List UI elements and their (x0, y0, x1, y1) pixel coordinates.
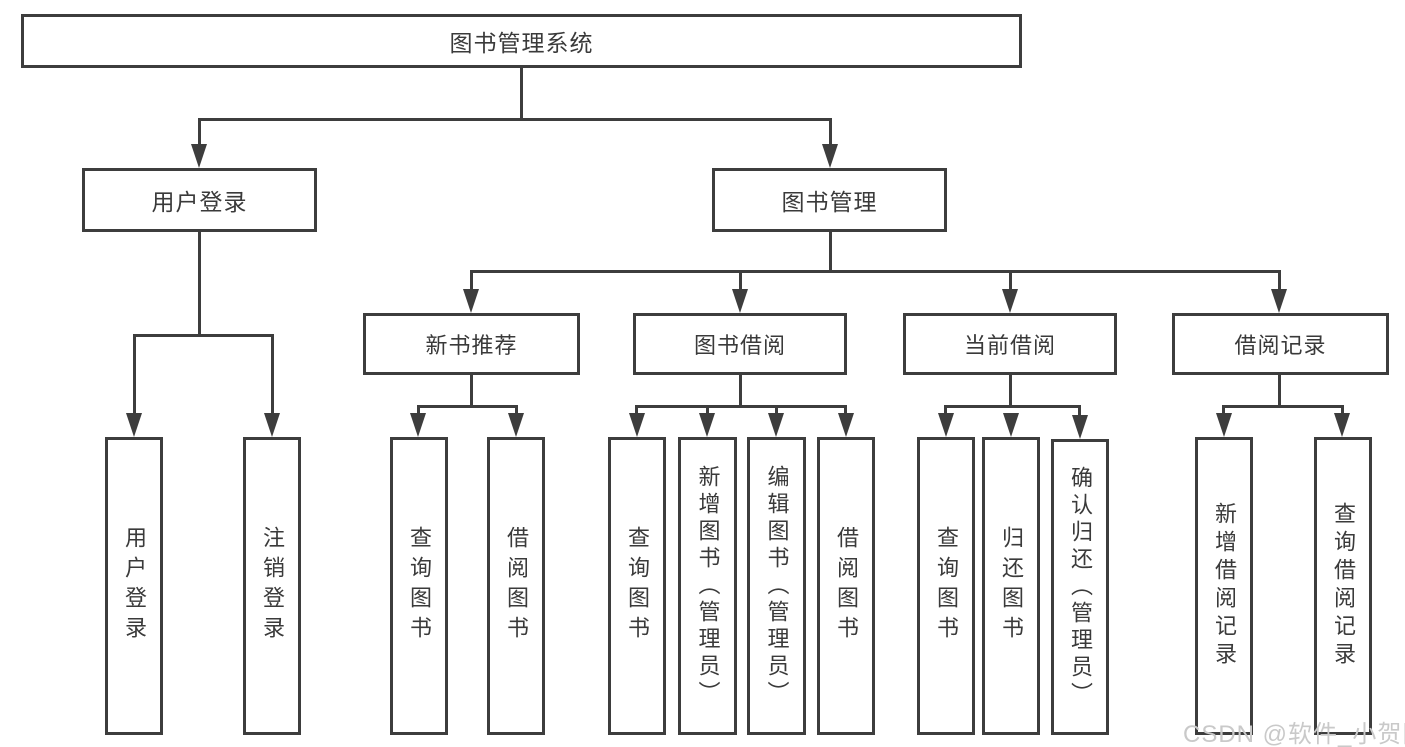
leaf-add-book-admin: 新增图书（管理员） (678, 437, 737, 735)
arrow-down-icon (264, 413, 280, 437)
connector-line (271, 334, 274, 416)
connector-line (829, 232, 832, 273)
connector-line (417, 405, 420, 416)
leaf-logout: 注销登录 (243, 437, 301, 735)
connector-line (198, 118, 832, 121)
node-user-login: 用户登录 (82, 168, 317, 232)
connector-line (635, 405, 638, 416)
connector-line (198, 118, 201, 150)
node-current-borrow: 当前借阅 (903, 313, 1117, 375)
leaf-add-borrow-record: 新增借阅记录 (1195, 437, 1253, 735)
connector-line (944, 405, 1081, 408)
connector-line (739, 270, 742, 293)
arrow-down-icon (410, 413, 426, 437)
connector-line (739, 375, 742, 408)
connector-line (1078, 405, 1081, 416)
arrow-down-icon (1334, 413, 1350, 437)
connector-line (470, 375, 473, 408)
arrow-down-icon (463, 289, 479, 313)
connector-line (844, 405, 847, 416)
arrow-down-icon (191, 144, 207, 168)
leaf-query-book-current: 查询图书 (917, 437, 975, 735)
arrow-down-icon (1271, 289, 1287, 313)
leaf-user-login: 用户登录 (105, 437, 163, 735)
arrow-down-icon (822, 144, 838, 168)
connector-line (1009, 375, 1012, 408)
connector-line (1278, 375, 1281, 408)
connector-line (775, 405, 778, 416)
node-new-book-recommend: 新书推荐 (363, 313, 580, 375)
leaf-query-borrow-record: 查询借阅记录 (1314, 437, 1372, 735)
leaf-edit-book-admin: 编辑图书（管理员） (747, 437, 806, 735)
arrow-down-icon (732, 289, 748, 313)
connector-line (635, 405, 847, 408)
leaf-query-book-borrow: 查询图书 (608, 437, 666, 735)
connector-line (470, 270, 473, 293)
connector-line (1222, 405, 1225, 416)
connector-line (417, 405, 518, 408)
connector-line (133, 334, 274, 337)
leaf-borrow-book-recommend: 借阅图书 (487, 437, 545, 735)
watermark: CSDN @软件_小贺同学 (1183, 721, 1405, 747)
connector-line (520, 68, 523, 121)
connector-line (706, 405, 709, 416)
connector-line (829, 118, 832, 150)
leaf-return-book: 归还图书 (982, 437, 1040, 735)
arrow-down-icon (1072, 415, 1088, 439)
arrow-down-icon (1003, 413, 1019, 437)
leaf-confirm-return-admin: 确认归还（管理员） (1051, 439, 1109, 735)
connector-line (515, 405, 518, 416)
connector-line (1278, 270, 1281, 293)
arrow-down-icon (126, 413, 142, 437)
node-book-management: 图书管理 (712, 168, 947, 232)
arrow-down-icon (699, 413, 715, 437)
leaf-query-book-recommend: 查询图书 (390, 437, 448, 735)
connector-line (1341, 405, 1344, 416)
arrow-down-icon (938, 413, 954, 437)
leaf-borrow-book: 借阅图书 (817, 437, 875, 735)
connector-line (470, 270, 1281, 273)
connector-line (198, 232, 201, 337)
connector-line (133, 334, 136, 416)
connector-line (1222, 405, 1343, 408)
arrow-down-icon (768, 413, 784, 437)
node-book-borrow: 图书借阅 (633, 313, 847, 375)
node-library-management-system: 图书管理系统 (21, 14, 1022, 68)
arrow-down-icon (508, 413, 524, 437)
connector-line (1009, 270, 1012, 293)
arrow-down-icon (838, 413, 854, 437)
arrow-down-icon (629, 413, 645, 437)
connector-line (944, 405, 947, 416)
arrow-down-icon (1216, 413, 1232, 437)
arrow-down-icon (1002, 289, 1018, 313)
node-borrow-records: 借阅记录 (1172, 313, 1389, 375)
